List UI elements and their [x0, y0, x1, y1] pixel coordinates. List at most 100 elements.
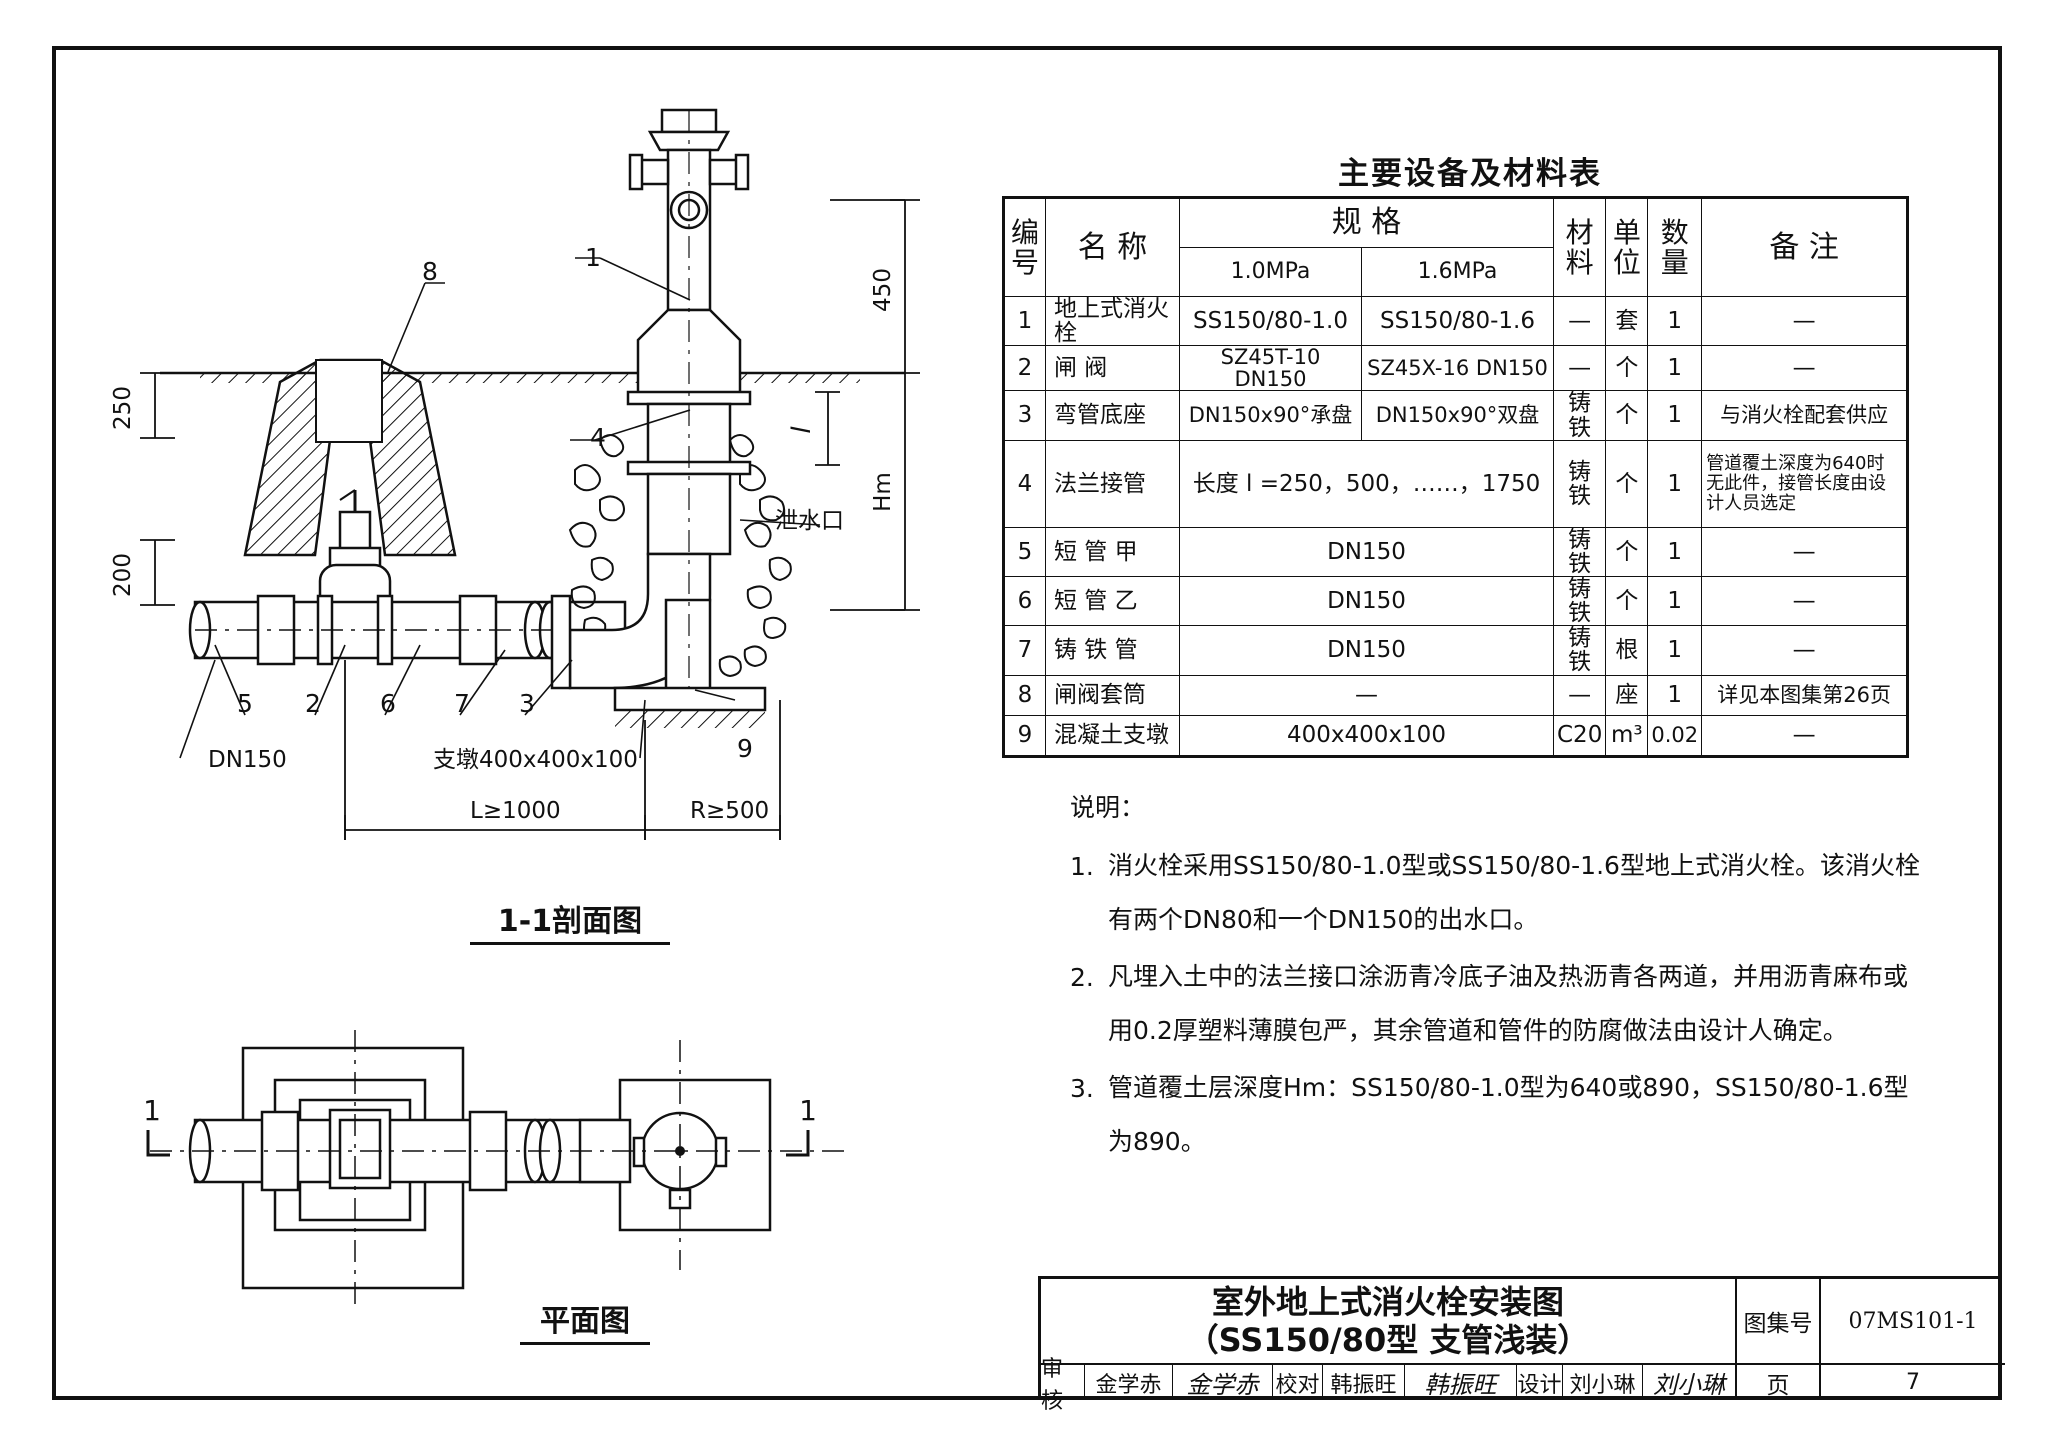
cell-no: 4 — [1003, 439, 1046, 528]
table-row: 7 铸 铁 管 DN150 铸铁 根 1 — — [1003, 625, 1909, 676]
drawing-title-line1: 室外地上式消火栓安装图 — [1211, 1283, 1564, 1321]
cell-spec: 400x400x100 — [1179, 714, 1554, 757]
notes-heading: 说明： — [1070, 793, 1146, 822]
callout-leaders — [179, 257, 821, 759]
cell-spec: 长度 l =250，500，……，1750 — [1179, 439, 1554, 528]
cell-unit: 个 — [1605, 526, 1649, 577]
callout-8: 8 — [422, 257, 438, 286]
note-number: 2. — [1070, 963, 1094, 992]
cell-name: 法兰接管 — [1045, 439, 1180, 528]
cell-name: 铸 铁 管 — [1045, 625, 1180, 676]
cell-name: 短 管 甲 — [1045, 526, 1180, 577]
dim-200: 200 — [110, 553, 136, 597]
col-header-spec-a: 1.0MPa — [1179, 247, 1362, 297]
cell-note: — — [1701, 526, 1909, 577]
atlas-number: 07MS101-1 — [1821, 1279, 2005, 1365]
callout-4: 4 — [590, 423, 606, 452]
cell-name: 短 管 乙 — [1045, 575, 1180, 627]
cell-qty: 0.02 — [1647, 714, 1703, 757]
cell-unit: 座 — [1605, 674, 1649, 716]
table-row: 9 混凝土支墩 400x400x100 C20 m³ 0.02 — — [1003, 714, 1909, 757]
design-label: 设计 — [1517, 1365, 1563, 1400]
title-block: 室外地上式消火栓安装图 （SS150/80型 支管浅装） 图集号 07MS101… — [1038, 1276, 2005, 1414]
cell-material: — — [1552, 345, 1607, 392]
concrete-pier — [613, 686, 767, 728]
dn150-label: DN150 — [208, 747, 287, 773]
cell-no: 1 — [1003, 295, 1046, 347]
section-view-drawing: 1 8 4 5 2 6 7 3 9 泄水口 250 200 450 Hm l D… — [110, 108, 920, 840]
cell-material: 铸铁 — [1552, 526, 1607, 577]
callout-9: 9 — [737, 734, 753, 763]
page-number: 7 — [1906, 1370, 1920, 1395]
table-row: 4 法兰接管 长度 l =250，500，……，1750 铸铁 个 1 管道覆土… — [1003, 439, 1909, 528]
cell-name: 闸阀套筒 — [1045, 674, 1180, 716]
review-name: 金学赤 — [1085, 1365, 1173, 1400]
r-min-label: R≥500 — [690, 798, 769, 824]
cell-material: C20 — [1552, 714, 1607, 757]
page-label: 页 — [1737, 1365, 1821, 1400]
cell-qty: 1 — [1647, 345, 1703, 392]
col-header-material: 材料 — [1552, 197, 1607, 297]
callout-1: 1 — [585, 243, 601, 272]
cell-name: 地上式消火栓 — [1045, 295, 1180, 347]
cell-note: — — [1701, 295, 1909, 347]
cell-qty: 1 — [1647, 575, 1703, 627]
cell-material: 铸铁 — [1552, 439, 1607, 528]
cell-spec-b: DN150x90°双盘 — [1361, 390, 1554, 441]
cell-unit: 根 — [1605, 625, 1649, 676]
cell-spec: DN150 — [1179, 625, 1554, 676]
note-item: 3. 管道覆土层深度Hm：SS150/80-1.0型为640或890，SS150… — [1070, 1073, 1930, 1169]
cell-note: 与消火栓配套供应 — [1701, 390, 1909, 441]
note-item: 2. 凡埋入土中的法兰接口涂沥青冷底子油及热沥青各两道，并用沥青麻布或用0.2厚… — [1070, 962, 1930, 1058]
plan-cut-right-label: 1 — [799, 1094, 817, 1127]
l-min-label: L≥1000 — [470, 798, 561, 824]
cell-no: 9 — [1003, 714, 1046, 757]
col-header-unit: 单位 — [1605, 197, 1649, 297]
table-row: 2 闸 阀 SZ45T-10 DN150 SZ45X-16 DN150 — 个 … — [1003, 345, 1909, 392]
cell-spec-b: SS150/80-1.6 — [1361, 295, 1554, 347]
drawing-title-line2: （SS150/80型 支管浅装） — [1186, 1321, 1590, 1359]
callout-5: 5 — [237, 689, 253, 718]
cell-qty: 1 — [1647, 439, 1703, 528]
plan-cut-left-label: 1 — [143, 1094, 161, 1127]
cell-material: — — [1552, 674, 1607, 716]
cell-spec: DN150 — [1179, 575, 1554, 627]
cell-spec-a: SS150/80-1.0 — [1179, 295, 1362, 347]
cell-no: 6 — [1003, 575, 1046, 627]
dim-250: 250 — [110, 386, 136, 430]
callout-6: 6 — [380, 689, 396, 718]
table-row: 3 弯管底座 DN150x90°承盘 DN150x90°双盘 铸铁 个 1 与消… — [1003, 390, 1909, 441]
cell-no: 5 — [1003, 526, 1046, 577]
callout-2: 2 — [305, 689, 321, 718]
dim-450: 450 — [870, 268, 896, 312]
cell-unit: 套 — [1605, 295, 1649, 347]
cell-spec: — — [1179, 674, 1554, 716]
cell-spec: DN150 — [1179, 526, 1554, 577]
cell-note: — — [1701, 345, 1909, 392]
cell-no: 8 — [1003, 674, 1046, 716]
design-signature: 刘小琳 — [1653, 1371, 1725, 1399]
cell-qty: 1 — [1647, 674, 1703, 716]
col-header-no: 编号 — [1003, 197, 1046, 297]
cell-material: 铸铁 — [1552, 625, 1607, 676]
cell-spec-a: SZ45T-10 DN150 — [1179, 345, 1362, 392]
check-label: 校对 — [1273, 1365, 1323, 1400]
table-row: 8 闸阀套筒 — — 座 1 详见本图集第26页 — [1003, 674, 1909, 716]
cell-spec-a: DN150x90°承盘 — [1179, 390, 1362, 441]
table-row: 5 短 管 甲 DN150 铸铁 个 1 — — [1003, 526, 1909, 577]
drawing-title: 室外地上式消火栓安装图 （SS150/80型 支管浅装） — [1041, 1279, 1737, 1365]
cell-no: 3 — [1003, 390, 1046, 441]
cell-unit: 个 — [1605, 390, 1649, 441]
table-row: 6 短 管 乙 DN150 铸铁 个 1 — — [1003, 575, 1909, 627]
note-text: 管道覆土层深度Hm：SS150/80-1.0型为640或890，SS150/80… — [1108, 1073, 1909, 1156]
section-view-title: 1-1剖面图 — [470, 896, 670, 945]
cell-material: — — [1552, 295, 1607, 347]
cell-name: 混凝土支墩 — [1045, 714, 1180, 757]
cell-name: 闸 阀 — [1045, 345, 1180, 392]
col-header-qty: 数量 — [1647, 197, 1703, 297]
check-signature: 韩振旺 — [1405, 1365, 1517, 1400]
cell-qty: 1 — [1647, 295, 1703, 347]
cell-note: — — [1701, 625, 1909, 676]
cell-spec-b: SZ45X-16 DN150 — [1361, 345, 1554, 392]
